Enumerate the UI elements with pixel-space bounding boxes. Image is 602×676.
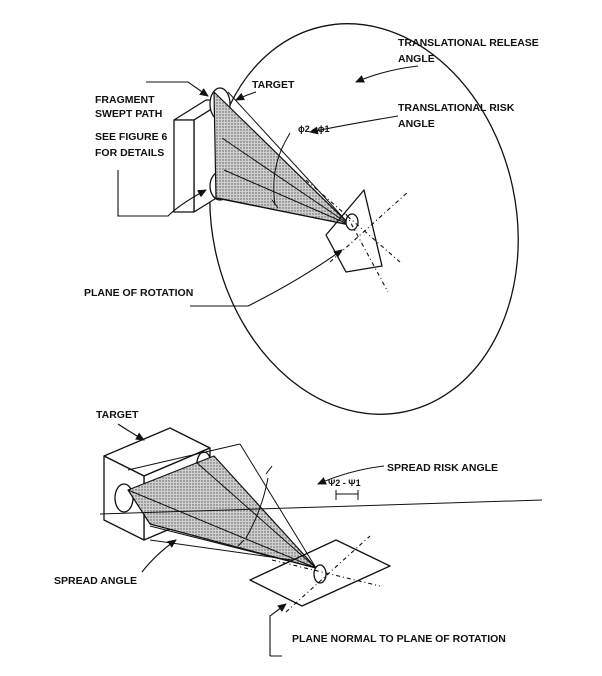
label-top-target: TARGET: [252, 79, 295, 91]
bottom-rotor-disk: [313, 564, 327, 584]
label-fragment-line1: FRAGMENT: [95, 94, 155, 106]
plane-of-rotation-diamond: [325, 189, 383, 273]
label-plane-normal: PLANE NORMAL TO PLANE OF ROTATION: [292, 633, 506, 645]
bottom-diagram: Ψ2 - Ψ1 TARGET SPREAD RISK ANGLE SPREAD …: [54, 409, 543, 657]
label-plane-of-rotation: PLANE OF ROTATION: [84, 287, 193, 299]
translational-risk-arc: [273, 141, 286, 206]
label-see-figure-line1: SEE FIGURE 6: [95, 131, 168, 143]
label-translational-risk-line1: TRANSLATIONAL RISK: [398, 102, 515, 114]
translational-release-ellipse: [209, 23, 519, 415]
label-phi-difference: ϕ2 - ϕ1: [298, 124, 330, 134]
top-diagram: TRANSLATIONAL RELEASE ANGLE TARGET FRAGM…: [84, 23, 539, 415]
label-see-figure-line2: FOR DETAILS: [95, 147, 164, 159]
label-spread-risk: SPREAD RISK ANGLE: [387, 462, 498, 474]
plane-normal-diamond: [249, 539, 391, 607]
label-bottom-target: TARGET: [96, 409, 139, 421]
label-translational-release-line1: TRANSLATIONAL RELEASE: [398, 37, 539, 49]
spread-risk-arc: [245, 477, 269, 539]
label-translational-release-line2: ANGLE: [398, 53, 435, 65]
label-spread-angle: SPREAD ANGLE: [54, 575, 137, 587]
label-psi-difference: Ψ2 - Ψ1: [328, 478, 361, 488]
label-fragment-line2: SWEPT PATH: [95, 108, 162, 120]
top-swept-path-shading: [213, 91, 351, 226]
label-translational-risk-line2: ANGLE: [398, 118, 435, 130]
